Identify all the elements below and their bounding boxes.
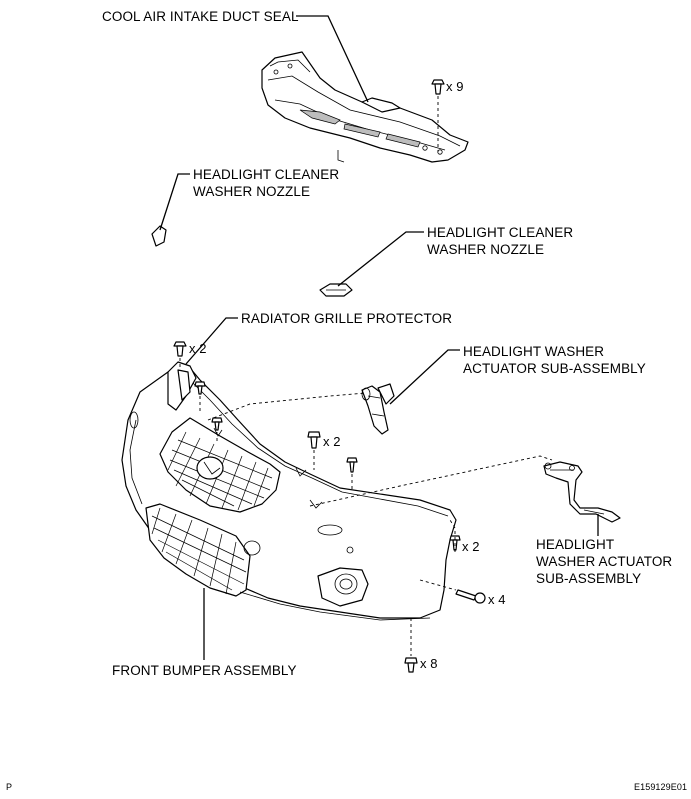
headlight-washer-actuator-right-part bbox=[543, 461, 621, 523]
label-radiator-grille-protector: RADIATOR GRILLE PROTECTOR bbox=[241, 311, 453, 326]
screw-icon bbox=[455, 589, 486, 604]
clip-icon bbox=[307, 431, 321, 449]
figure-id: E159129E01 bbox=[634, 782, 688, 792]
qty-lower-screws: x 4 bbox=[488, 592, 506, 607]
clip-icon bbox=[346, 457, 358, 473]
qty-seal-clips: x 9 bbox=[446, 79, 464, 94]
clip-icon bbox=[431, 79, 445, 95]
label-actuator-upper-line2: ACTUATOR SUB-ASSEMBLY bbox=[463, 361, 646, 376]
label-front-bumper-assembly: FRONT BUMPER ASSEMBLY bbox=[112, 663, 297, 678]
qty-bumper-side-clips: x 2 bbox=[462, 539, 480, 554]
qty-grille-top-clips: x 2 bbox=[189, 341, 207, 356]
clip-icon bbox=[173, 341, 187, 357]
footer-left-mark: P bbox=[6, 782, 13, 792]
label-actuator-right-line2: WASHER ACTUATOR bbox=[536, 554, 673, 569]
washer-nozzle-left-part bbox=[151, 225, 167, 247]
washer-nozzle-right-part bbox=[319, 283, 353, 297]
label-actuator-right-line1: HEADLIGHT bbox=[536, 537, 615, 552]
label-washer-nozzle-right-line2: WASHER NOZZLE bbox=[427, 242, 545, 257]
label-cool-air-intake-duct-seal: COOL AIR INTAKE DUCT SEAL bbox=[102, 9, 299, 24]
cool-air-intake-duct-seal-part bbox=[261, 51, 469, 163]
front-bumper-assembly-part bbox=[121, 361, 457, 621]
qty-bottom-clips: x 8 bbox=[420, 656, 438, 671]
clip-icon bbox=[211, 417, 223, 431]
clip-icon bbox=[404, 657, 418, 673]
label-washer-nozzle-left-line1: HEADLIGHT CLEANER bbox=[193, 167, 340, 182]
headlight-washer-actuator-upper-part bbox=[361, 383, 395, 435]
label-washer-nozzle-right-line1: HEADLIGHT CLEANER bbox=[427, 225, 574, 240]
label-actuator-right-line3: SUB-ASSEMBLY bbox=[536, 571, 642, 586]
label-actuator-upper-line1: HEADLIGHT WASHER bbox=[463, 344, 605, 359]
clip-icon bbox=[194, 381, 206, 395]
label-washer-nozzle-left-line2: WASHER NOZZLE bbox=[193, 184, 311, 199]
qty-grille-mid-clips: x 2 bbox=[323, 434, 341, 449]
